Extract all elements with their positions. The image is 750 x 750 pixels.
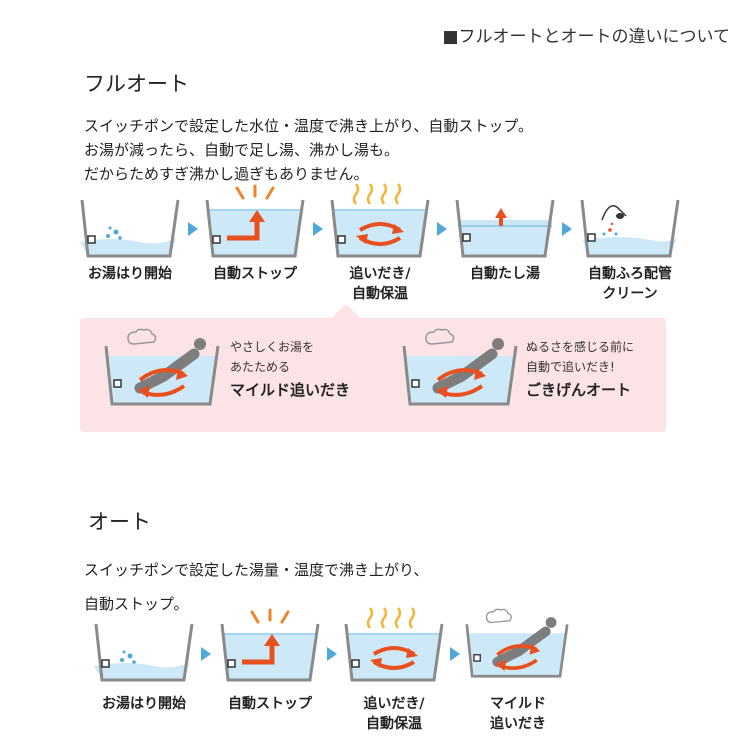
step-label-line: クリーン [602,286,658,302]
step-label-line: 追いだき/ [349,266,411,282]
gokigen-auto-desc: ぬるさを感じる前に [526,340,635,354]
step-label: 追いだき/ 自動保温 [334,694,454,734]
gokigen-auto-desc: 自動で追いだき! [526,360,615,374]
step-label-line: 自動ストップ [213,266,297,282]
auto-desc-line: 自動ストップ。 [84,595,189,613]
reheat-tub-icon [330,183,430,258]
step-label: お湯はり開始 [70,264,190,284]
step-label: お湯はり開始 [84,694,204,714]
mild-reheat-tub-icon [104,328,220,406]
reheat-tub-icon [344,607,444,682]
add-water-tub-icon [455,199,555,258]
step-label: マイルド 追いだき [458,694,578,734]
callout-pointer [330,304,362,320]
full-auto-desc-line: お湯が減ったら、自動で足し湯、沸かし湯も。 [84,141,400,159]
step-arrow-icon [313,222,323,236]
step-label: 自動ストップ [210,694,330,714]
step-label-line: お湯はり開始 [102,696,186,712]
step-arrow-icon [450,647,460,661]
step-label-line: 追いだき [490,716,546,732]
filling-tub-icon [94,623,194,682]
step-arrow-icon [201,647,211,661]
mild-reheat-text: やさしくお湯を あたためる マイルド追いだき [230,337,350,400]
step-label-line: お湯はり開始 [88,266,172,282]
step-label-line: 自動ストップ [228,696,312,712]
step-arrow-icon [562,222,572,236]
auto-stop-tub-icon [205,184,305,258]
filling-tub-icon [80,199,180,258]
step-label: 自動ふろ配管 クリーン [565,264,695,304]
gokigen-auto-tub-icon [402,328,518,406]
gokigen-auto-name: ごきげんオート [526,381,632,399]
mild-reheat-desc: あたためる [230,360,291,374]
step-label-line: マイルド [490,696,546,712]
step-label-line: 自動保温 [366,716,422,732]
step-label-line: 自動たし湯 [470,266,540,282]
step-arrow-icon [327,647,337,661]
step-label: 自動たし湯 [445,264,565,284]
auto-title: オート [88,510,151,534]
full-auto-description: スイッチポンで設定した水位・温度で沸き上がり、自動ストップ。 お湯が減ったら、自… [84,114,533,186]
step-label-line: 自動ふろ配管 [588,266,672,282]
auto-description: スイッチポンで設定した湯量・温度で沸き上がり、 自動ストップ。 [84,553,428,621]
step-label: 追いだき/ 自動保温 [320,264,440,304]
full-auto-title: フルオート [84,72,189,96]
page-header-title: ■フルオートとオートの違いについて [442,27,730,47]
mild-reheat-desc: やさしくお湯を [230,340,315,354]
auto-desc-line: スイッチポンで設定した湯量・温度で沸き上がり、 [84,561,429,579]
pipe-clean-tub-icon [580,199,680,258]
mild-reheat-name: マイルド追いだき [230,381,351,399]
step-arrow-icon [188,222,198,236]
full-auto-desc-line: だからためすぎ沸かし過ぎもありません。 [84,165,369,183]
full-auto-desc-line: スイッチポンで設定した水位・温度で沸き上がり、自動ストップ。 [84,117,533,135]
gokigen-auto-text: ぬるさを感じる前に 自動で追いだき! ごきげんオート [526,337,634,400]
step-label: 自動ストップ [195,264,315,284]
mild-reheat-tub-icon [465,608,569,678]
step-arrow-icon [437,222,447,236]
auto-stop-tub-icon [220,608,320,682]
step-label-line: 追いだき/ [363,696,425,712]
step-label-line: 自動保温 [352,286,408,302]
